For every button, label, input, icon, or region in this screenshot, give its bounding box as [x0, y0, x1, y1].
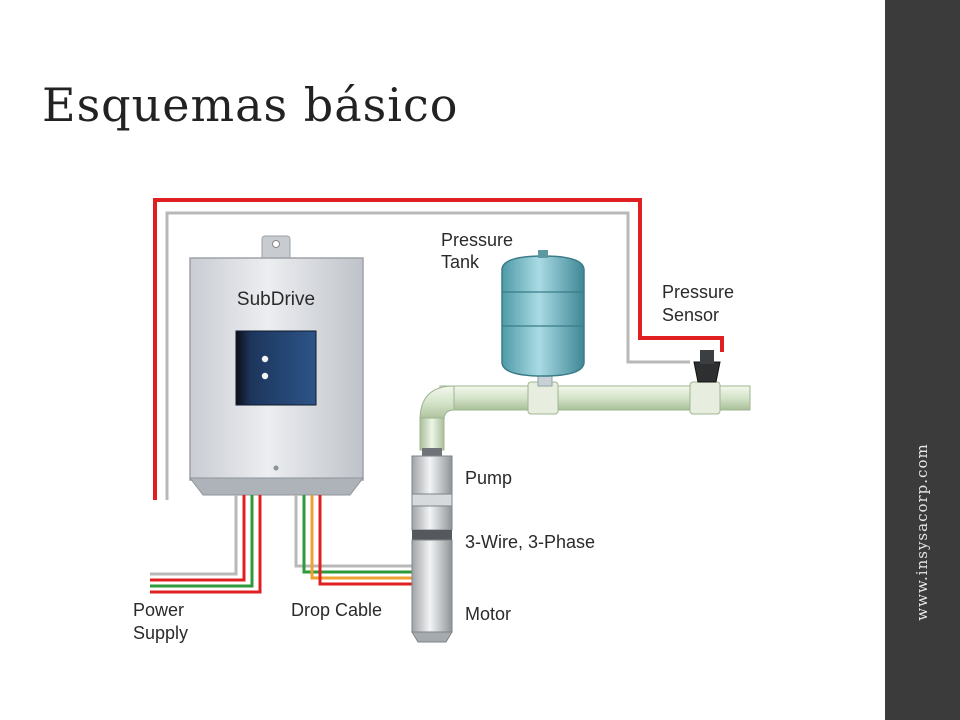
vertical-pipe — [419, 417, 445, 451]
pipe-elbow — [419, 385, 455, 421]
pump-system-diagram: SubDrive — [133, 198, 751, 643]
slide-title: Esquemas básico — [42, 78, 459, 132]
pump-intake — [411, 505, 453, 531]
pump-coupling — [422, 448, 442, 458]
power-supply-cables — [150, 495, 262, 594]
mounting-hole — [272, 240, 280, 248]
subdrive-label: SubDrive — [237, 289, 315, 310]
drop-wire-orange — [310, 495, 420, 580]
sidebar-url: www.insysacorp.com — [913, 443, 931, 621]
pressure-sensor-label-1: Pressure — [662, 282, 734, 302]
pump-motor-assembly — [411, 448, 453, 643]
pump-band — [411, 493, 453, 507]
pump-label: Pump — [465, 468, 512, 488]
power-wire-red — [150, 495, 246, 582]
drop-wire-gray — [294, 495, 420, 568]
pressure-tank-label-2: Tank — [441, 252, 480, 272]
sensor-wire-red — [153, 198, 724, 500]
tank-tee-fitting — [527, 381, 559, 415]
power-wire-green — [150, 495, 254, 588]
sensor-cap — [700, 350, 714, 364]
indicator-light — [261, 372, 269, 380]
pressure-tank — [501, 250, 585, 387]
sensor-tee-fitting — [689, 381, 721, 415]
water-pipes — [419, 381, 751, 451]
drop-wire-red — [318, 495, 420, 586]
power-supply-label-2: Supply — [133, 623, 188, 643]
drop-wire-green — [302, 495, 420, 574]
sensor-wire-gray — [165, 211, 690, 500]
wire-phase-label: 3-Wire, 3-Phase — [465, 532, 595, 552]
indicator-light — [261, 355, 269, 363]
sensor-body — [693, 361, 721, 383]
sensor-wiring — [153, 198, 724, 500]
pump-screen — [412, 530, 452, 540]
drop-cable-label: Drop Cable — [291, 600, 382, 620]
motor-section — [411, 539, 453, 633]
subdrive-screw — [273, 465, 279, 471]
diagram-labels: Pressure Tank Pressure Sensor Pump 3-Wir… — [133, 230, 734, 643]
pressure-sensor-label-2: Sensor — [662, 305, 719, 325]
power-supply-label-1: Power — [133, 600, 184, 620]
motor-base — [411, 631, 453, 643]
sidebar-band — [885, 0, 960, 720]
power-wire-red-2 — [150, 495, 262, 594]
control-panel — [235, 330, 317, 406]
pump-section — [411, 455, 453, 495]
power-wire-gray — [150, 495, 238, 576]
drop-cable — [294, 495, 420, 586]
pressure-tank-label-1: Pressure — [441, 230, 513, 250]
pressure-sensor — [693, 350, 721, 383]
subdrive-bottom — [188, 477, 365, 496]
subdrive-unit: SubDrive — [188, 235, 365, 496]
motor-label: Motor — [465, 604, 511, 624]
tank-body — [501, 255, 585, 377]
tank-valve — [538, 250, 548, 258]
